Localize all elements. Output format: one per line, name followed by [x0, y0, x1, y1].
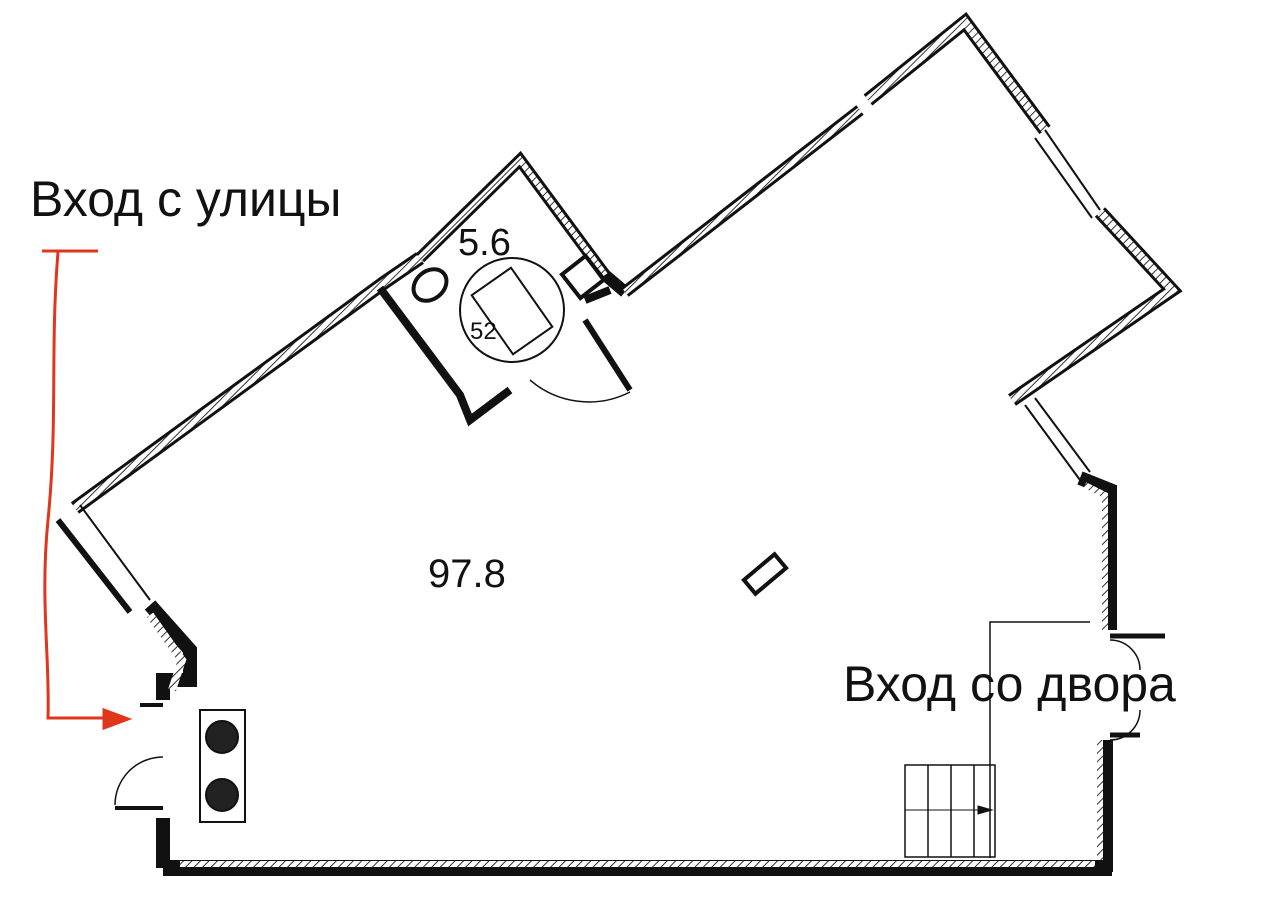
- entrance-arrow: [42, 249, 133, 731]
- walls: [55, 11, 1183, 876]
- street-entrance-label: Вход с улицы: [30, 171, 342, 227]
- main-room-area: 97.8: [428, 552, 506, 596]
- ac-units: [199, 709, 246, 823]
- bathroom-fixture-number: 52: [470, 318, 497, 345]
- yard-entrance-label: Вход со двора: [843, 656, 1176, 712]
- bathroom-area: 5.6: [458, 222, 511, 264]
